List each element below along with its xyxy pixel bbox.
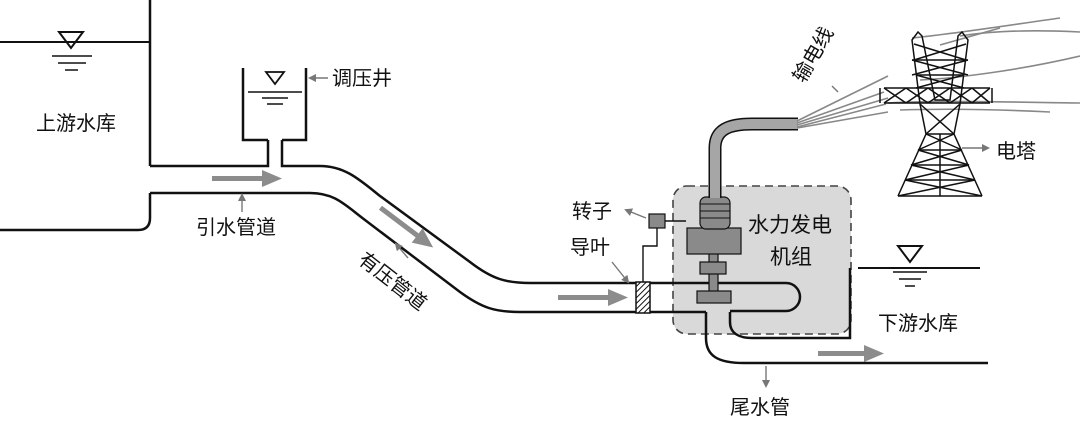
surge-tank [241,68,308,142]
flow-arrow-intake [212,170,282,187]
intake-pipe-label: 引水管道 [196,215,276,239]
callout-arrows [238,74,990,388]
intake-pipe [150,140,636,314]
guide-vane [635,281,651,314]
guide-vane-label: 导叶 [570,235,610,259]
rotor [699,196,731,230]
lower-reservoir [858,245,980,287]
governor-box [642,213,686,282]
electric-tower [879,30,993,197]
generator-unit-label-line1: 水力发电 [748,213,832,237]
flow-arrow-turbine-inlet [558,289,628,306]
transmission-lines [796,17,1080,129]
callout-penstock [394,242,409,259]
draft-tube [704,268,988,365]
generator-unit-label-line2: 机组 [770,245,812,269]
rotor-label: 转子 [572,199,612,223]
flow-arrow-penstock [378,205,434,248]
turbine-shaft-assembly [686,196,742,304]
tower-label: 电塔 [996,139,1036,163]
water-level-icon [52,31,92,71]
lower-reservoir-label: 下游水库 [878,311,958,335]
callout-transmission-line [831,85,839,93]
water-level-icon [262,71,288,105]
turbine-casing [650,281,802,314]
surge-tank-label: 调压井 [332,66,392,90]
upper-reservoir-label: 上游水库 [36,111,116,135]
draft-tube-label: 尾水管 [730,395,790,419]
flow-arrows [212,170,884,362]
transmission-line-label: 输电线 [788,23,839,87]
callout-guide-vane [611,261,630,284]
flow-arrow-outlet [818,345,884,362]
water-level-icon [893,245,927,287]
upper-reservoir [0,0,152,232]
penstock-label: 有压管道 [354,247,432,315]
power-conduit [708,117,798,198]
callout-rotor [624,208,647,219]
